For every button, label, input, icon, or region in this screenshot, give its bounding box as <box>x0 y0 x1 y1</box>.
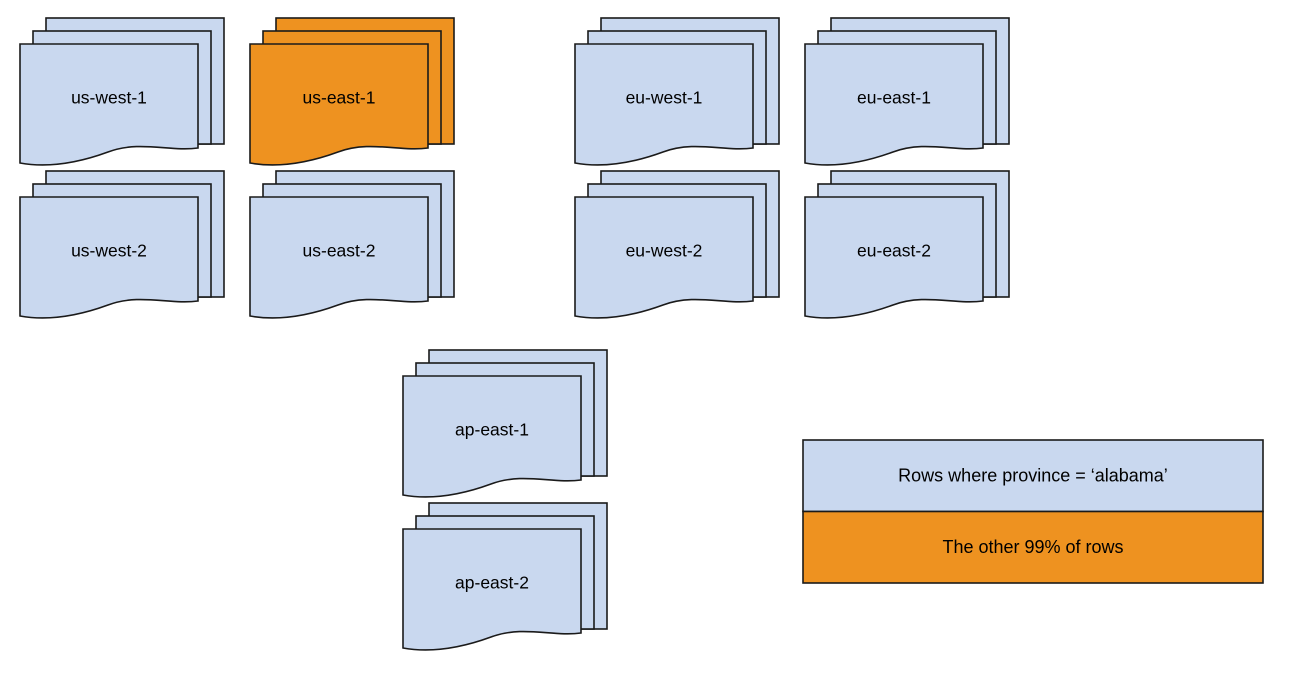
legend-swatch-orange <box>802 510 1264 584</box>
region-stack-us-east-1[interactable]: us-east-1 <box>249 17 455 166</box>
legend-label: The other 99% of rows <box>942 537 1123 557</box>
region-label: eu-west-1 <box>626 88 703 108</box>
region-label: us-west-1 <box>71 88 147 108</box>
legend: Rows where province = ‘alabama’ The other… <box>802 439 1264 584</box>
region-stack-eu-west-2[interactable]: eu-west-2 <box>574 170 780 319</box>
region-stack-us-west-2[interactable]: us-west-2 <box>19 170 225 319</box>
legend-label: Rows where province = ‘alabama’ <box>898 466 1168 486</box>
region-label: us-east-2 <box>303 241 376 261</box>
region-stack-us-west-1[interactable]: us-west-1 <box>19 17 225 166</box>
region-label: ap-east-2 <box>455 573 529 593</box>
region-stack-eu-west-1[interactable]: eu-west-1 <box>574 17 780 166</box>
region-stack-ap-east-1[interactable]: ap-east-1 <box>402 349 608 498</box>
legend-row-orange: The other 99% of rows <box>802 510 1264 584</box>
region-stacks: us-west-1 us-east-1 eu-west-1 eu-east-1 us-w… <box>19 17 1010 651</box>
region-label: us-west-2 <box>71 241 147 261</box>
region-stack-eu-east-1[interactable]: eu-east-1 <box>804 17 1010 166</box>
region-label: eu-east-2 <box>857 241 931 261</box>
legend-row-blue: Rows where province = ‘alabama’ <box>802 439 1264 513</box>
legend-swatch-blue <box>802 439 1264 513</box>
region-stack-us-east-2[interactable]: us-east-2 <box>249 170 455 319</box>
region-stack-ap-east-2[interactable]: ap-east-2 <box>402 502 608 651</box>
region-label: eu-east-1 <box>857 88 931 108</box>
region-label: ap-east-1 <box>455 420 529 440</box>
region-stack-eu-east-2[interactable]: eu-east-2 <box>804 170 1010 319</box>
region-label: eu-west-2 <box>626 241 703 261</box>
region-label: us-east-1 <box>303 88 376 108</box>
